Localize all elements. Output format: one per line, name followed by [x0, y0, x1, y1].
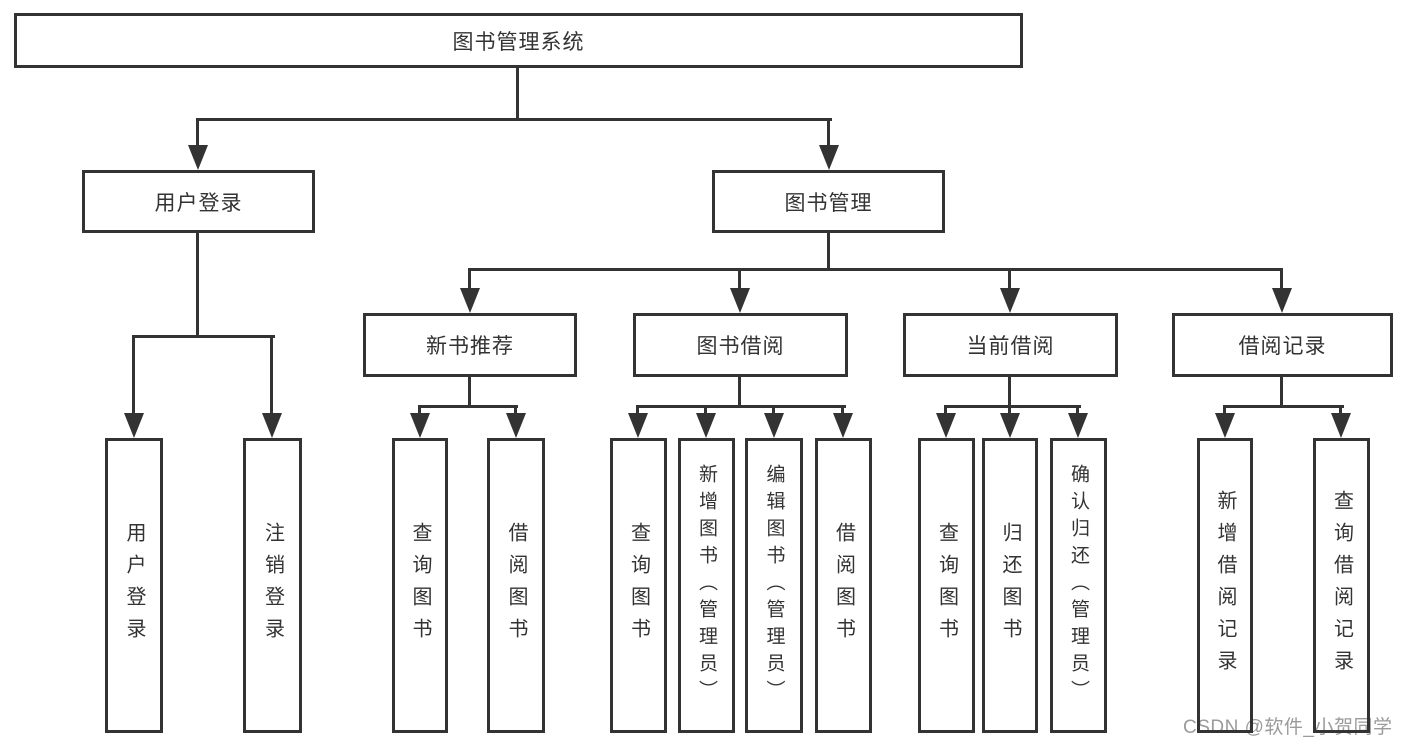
node-leaf-add-borrow-record: 新增借阅记录 [1197, 438, 1253, 733]
arrowhead-down-icon [1000, 288, 1020, 313]
node-leaf-query-books-bor: 查询图书 [610, 438, 667, 733]
node-label: 借阅图书 [832, 521, 855, 650]
arrowhead-down-icon [833, 413, 853, 438]
node-label: 查询借阅记录 [1330, 489, 1353, 682]
node-leaf-borrow-books-bor: 借阅图书 [815, 438, 872, 733]
connector-line [738, 377, 741, 408]
node-label: 借阅记录 [1238, 335, 1327, 358]
node-system: 图书管理系统 [14, 13, 1023, 68]
arrowhead-down-icon [460, 288, 480, 313]
node-label: 新增借阅记录 [1214, 489, 1236, 682]
arrowhead-down-icon [936, 413, 956, 438]
connector-line [827, 118, 830, 154]
node-label: 用户登录 [154, 191, 243, 215]
arrowhead-down-icon [764, 413, 784, 438]
connector-line [738, 268, 741, 296]
connector-line [418, 405, 518, 408]
node-book-borrowing: 图书借阅 [633, 313, 848, 377]
arrowhead-down-icon [262, 413, 282, 438]
arrowhead-down-icon [410, 413, 430, 438]
node-new-book-recommend: 新书推荐 [363, 313, 577, 377]
node-book-management: 图书管理 [712, 170, 945, 233]
connector-line [636, 405, 846, 408]
node-label: 图书借阅 [696, 335, 785, 358]
node-leaf-query-borrow-record: 查询借阅记录 [1313, 438, 1370, 733]
node-leaf-query-books-rec: 查询图书 [392, 438, 448, 733]
arrowhead-down-icon [819, 145, 839, 170]
node-label: 确认归还（管理员） [1068, 464, 1089, 707]
node-leaf-add-books-admin: 新增图书（管理员） [678, 438, 735, 733]
connector-line [132, 335, 135, 421]
connector-line [944, 405, 1081, 408]
arrowhead-down-icon [506, 413, 526, 438]
node-leaf-confirm-return: 确认归还（管理员） [1050, 438, 1107, 733]
node-label: 当前借阅 [966, 335, 1055, 358]
node-leaf-borrow-books-rec: 借阅图书 [487, 438, 545, 733]
node-borrowing-records: 借阅记录 [1172, 313, 1393, 377]
node-label: 查询图书 [627, 521, 650, 650]
connector-line [1280, 268, 1283, 296]
connector-line [468, 268, 471, 296]
connector-line [516, 68, 519, 120]
connector-line [132, 335, 275, 338]
node-label: 归还图书 [999, 521, 1021, 650]
arrowhead-down-icon [188, 145, 208, 170]
connector-line [468, 377, 471, 408]
connector-line [1280, 377, 1283, 408]
connector-line [1008, 268, 1011, 296]
arrowhead-down-icon [730, 288, 750, 313]
node-label: 查询图书 [935, 521, 958, 650]
arrowhead-down-icon [696, 413, 716, 438]
arrowhead-down-icon [628, 413, 648, 438]
arrowhead-down-icon [1331, 413, 1351, 438]
node-user-login: 用户登录 [82, 170, 315, 233]
node-label: 编辑图书（管理员） [763, 464, 785, 707]
node-label: 图书管理系统 [452, 30, 585, 54]
connector-line [1008, 377, 1011, 408]
arrowhead-down-icon [1215, 413, 1235, 438]
node-label: 新书推荐 [426, 335, 514, 358]
connector-line [196, 233, 199, 337]
node-current-borrowing: 当前借阅 [903, 313, 1118, 377]
connector-line [196, 118, 199, 154]
connector-line [468, 268, 1283, 271]
node-label: 注销登录 [261, 521, 284, 650]
node-leaf-user-login: 用户登录 [105, 438, 163, 733]
node-leaf-edit-books-admin: 编辑图书（管理员） [745, 438, 803, 733]
connector-line [196, 118, 832, 121]
arrowhead-down-icon [1000, 413, 1020, 438]
connector-line [827, 233, 830, 270]
node-label: 图书管理 [784, 191, 873, 215]
connector-line [1223, 405, 1344, 408]
node-label: 借阅图书 [505, 521, 527, 650]
arrowhead-down-icon [1272, 288, 1292, 313]
arrowhead-down-icon [1068, 413, 1088, 438]
node-leaf-logout: 注销登录 [243, 438, 302, 733]
node-leaf-return-books: 归还图书 [982, 438, 1038, 733]
node-label: 新增图书（管理员） [696, 464, 717, 707]
arrowhead-down-icon [124, 413, 144, 438]
node-label: 查询图书 [409, 521, 431, 650]
node-leaf-query-books-cur: 查询图书 [918, 438, 975, 733]
csdn-watermark: CSDN @软件_小贺同学 [1183, 717, 1393, 738]
node-label: 用户登录 [123, 521, 145, 650]
connector-line [270, 335, 273, 421]
